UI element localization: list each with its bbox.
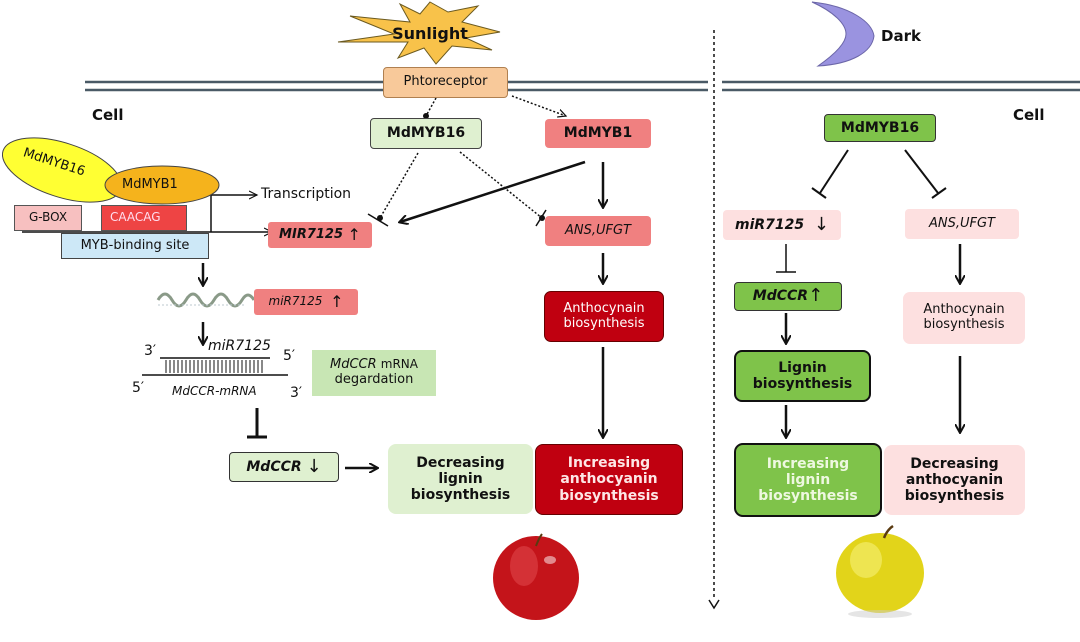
- myb-binding-site: MYB-binding site: [61, 233, 209, 259]
- mdccr-box-left: MdCCR ↓: [229, 452, 339, 482]
- anthocyanin-box-left: Anthocynain biosynthesis: [544, 291, 664, 342]
- duplex-5-top: 5′: [283, 348, 296, 364]
- oval-mdmyb1-label: MdMYB1: [122, 177, 178, 192]
- mdmyb1-box: MdMYB1: [545, 119, 651, 148]
- mir7125-small-box: miR7125 ↑: [254, 289, 358, 315]
- mdmyb16-box-right: MdMYB16: [824, 114, 936, 142]
- cell-label-right: Cell: [1013, 106, 1045, 124]
- cell-membrane-right: [722, 80, 1080, 92]
- lignin-box-right: Lignin biosynthesis: [734, 350, 871, 402]
- increasing-lignin-box: Increasing lignin biosynthesis: [734, 443, 882, 517]
- decreasing-anthocyanin-box: Decreasing anthocyanin biosynthesis: [884, 445, 1025, 515]
- dark-label: Dark: [881, 27, 921, 45]
- yellow-apple-icon: [836, 524, 924, 618]
- caacag-element: CAACAG: [101, 205, 187, 231]
- decreasing-lignin-box: Decreasing lignin biosynthesis: [388, 444, 533, 514]
- moon-icon: [811, 1, 875, 67]
- gbox-element: G-BOX: [14, 205, 82, 231]
- mdccr-mrna-label: MdCCR-mRNA: [172, 384, 257, 398]
- mirna-mrna-duplex: [142, 357, 288, 376]
- ans-ufgt-box-left: ANS,UFGT: [545, 216, 651, 246]
- mrna-degradation-box: MdCCR mRNA degardation: [312, 350, 436, 396]
- mir7125-gene-label: MIR7125: [279, 226, 344, 242]
- duplex-3-top: 3′: [144, 343, 157, 359]
- mir7125-label-right: miR7125: [735, 216, 805, 233]
- mir7125-box-right: miR7125 ↓: [723, 210, 841, 240]
- down-arrow-icon: ↓: [306, 455, 322, 477]
- mir7125-gene-box: MIR7125 ↑: [268, 222, 372, 248]
- degradation-line1: MdCCR mRNA: [329, 357, 418, 373]
- mir7125-small-label: miR7125: [268, 294, 323, 309]
- red-apple-icon: [493, 533, 579, 620]
- duplex-mirna-label: miR7125: [208, 338, 271, 354]
- divider-arrowhead: [708, 599, 720, 610]
- photoreceptor-box: Phtoreceptor: [383, 67, 508, 98]
- mdccr-label: MdCCR: [246, 458, 302, 475]
- mdccr-label-right: MdCCR: [752, 288, 809, 305]
- cell-label-left: Cell: [92, 106, 124, 124]
- sun-icon: [337, 1, 501, 65]
- transcription-label: Transcription: [261, 186, 352, 202]
- duplex-5-bot: 5′: [132, 380, 145, 396]
- increasing-anthocyanin-box: Increasing anthocyanin biosynthesis: [535, 444, 683, 515]
- up-arrow-icon: ↑: [330, 291, 344, 311]
- up-arrow-icon: ↑: [347, 224, 361, 244]
- duplex-mrna-label: MdCCR-mRNA: [172, 384, 257, 398]
- mdmyb16-box: MdMYB16: [370, 118, 482, 149]
- ans-ufgt-box-right: ANS,UFGT: [905, 209, 1019, 239]
- duplex-3-bot: 3′: [290, 385, 303, 401]
- mdccr-box-right: MdCCR↑: [734, 282, 842, 311]
- anthocyanin-box-right: Anthocynain biosynthesis: [903, 292, 1025, 344]
- mdmyb1-oval: [104, 165, 220, 205]
- mirna-wave-icon: [156, 292, 256, 308]
- sunlight-label: Sunlight: [392, 23, 468, 43]
- degradation-line2: degardation: [334, 372, 414, 387]
- down-arrow-icon: ↓: [813, 213, 829, 235]
- up-arrow-icon: ↑: [808, 285, 824, 307]
